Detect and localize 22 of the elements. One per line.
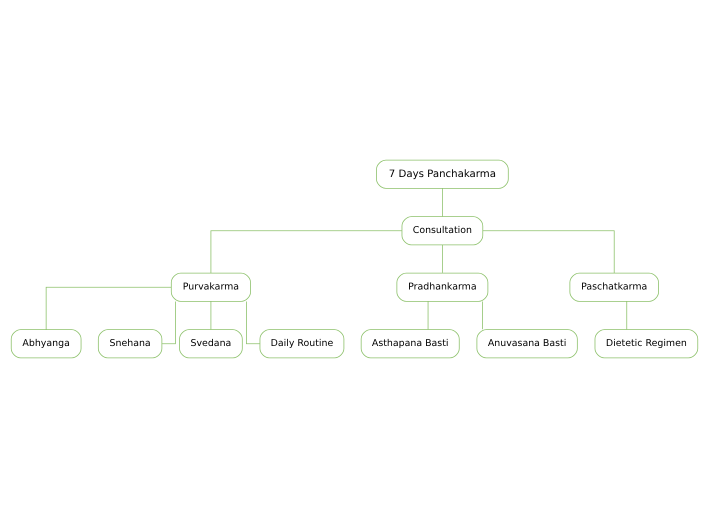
- connector: [162, 301, 176, 344]
- connector: [482, 301, 483, 330]
- connector: [210, 230, 402, 274]
- node-box: Consultation: [402, 216, 484, 246]
- node-box: Paschatkarma: [569, 272, 659, 302]
- connector: [210, 301, 212, 330]
- node-box: Purvakarma: [170, 272, 251, 302]
- node-box: Dietetic Regimen: [594, 329, 698, 358]
- node-box: 7 Days Panchakarma: [376, 160, 509, 189]
- connector: [482, 230, 615, 274]
- node-box: Asthapana Basti: [360, 329, 460, 358]
- node-box: Abhyanga: [10, 329, 82, 358]
- connector: [246, 301, 260, 344]
- node-box: Pradhankarma: [396, 272, 488, 302]
- connector: [442, 188, 443, 217]
- node-box: Anuvasana Basti: [476, 329, 578, 358]
- connector: [46, 286, 172, 330]
- node-box: Daily Routine: [260, 329, 344, 358]
- node-box: Snehana: [98, 329, 162, 358]
- connector: [626, 301, 628, 330]
- node-box: Svedana: [179, 329, 243, 358]
- connector: [442, 244, 443, 274]
